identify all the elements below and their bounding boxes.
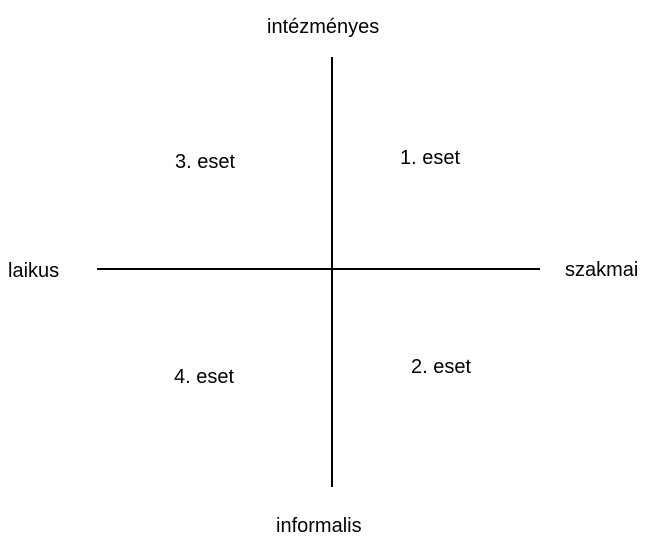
axis-label-right: szakmai [565,259,639,281]
quadrant-label-top-left: 3. eset [175,151,236,173]
horizontal-axis-line [97,268,540,270]
quadrant-label-bottom-left: 4. eset [174,366,235,388]
axis-label-bottom: informalis [276,515,362,537]
axis-label-top: intézményes [267,16,380,38]
axis-label-left: laikus [8,260,60,282]
quadrant-label-top-right: 1. eset [400,147,461,169]
vertical-axis-line [331,57,333,487]
quadrant-label-bottom-right: 2. eset [411,356,472,378]
